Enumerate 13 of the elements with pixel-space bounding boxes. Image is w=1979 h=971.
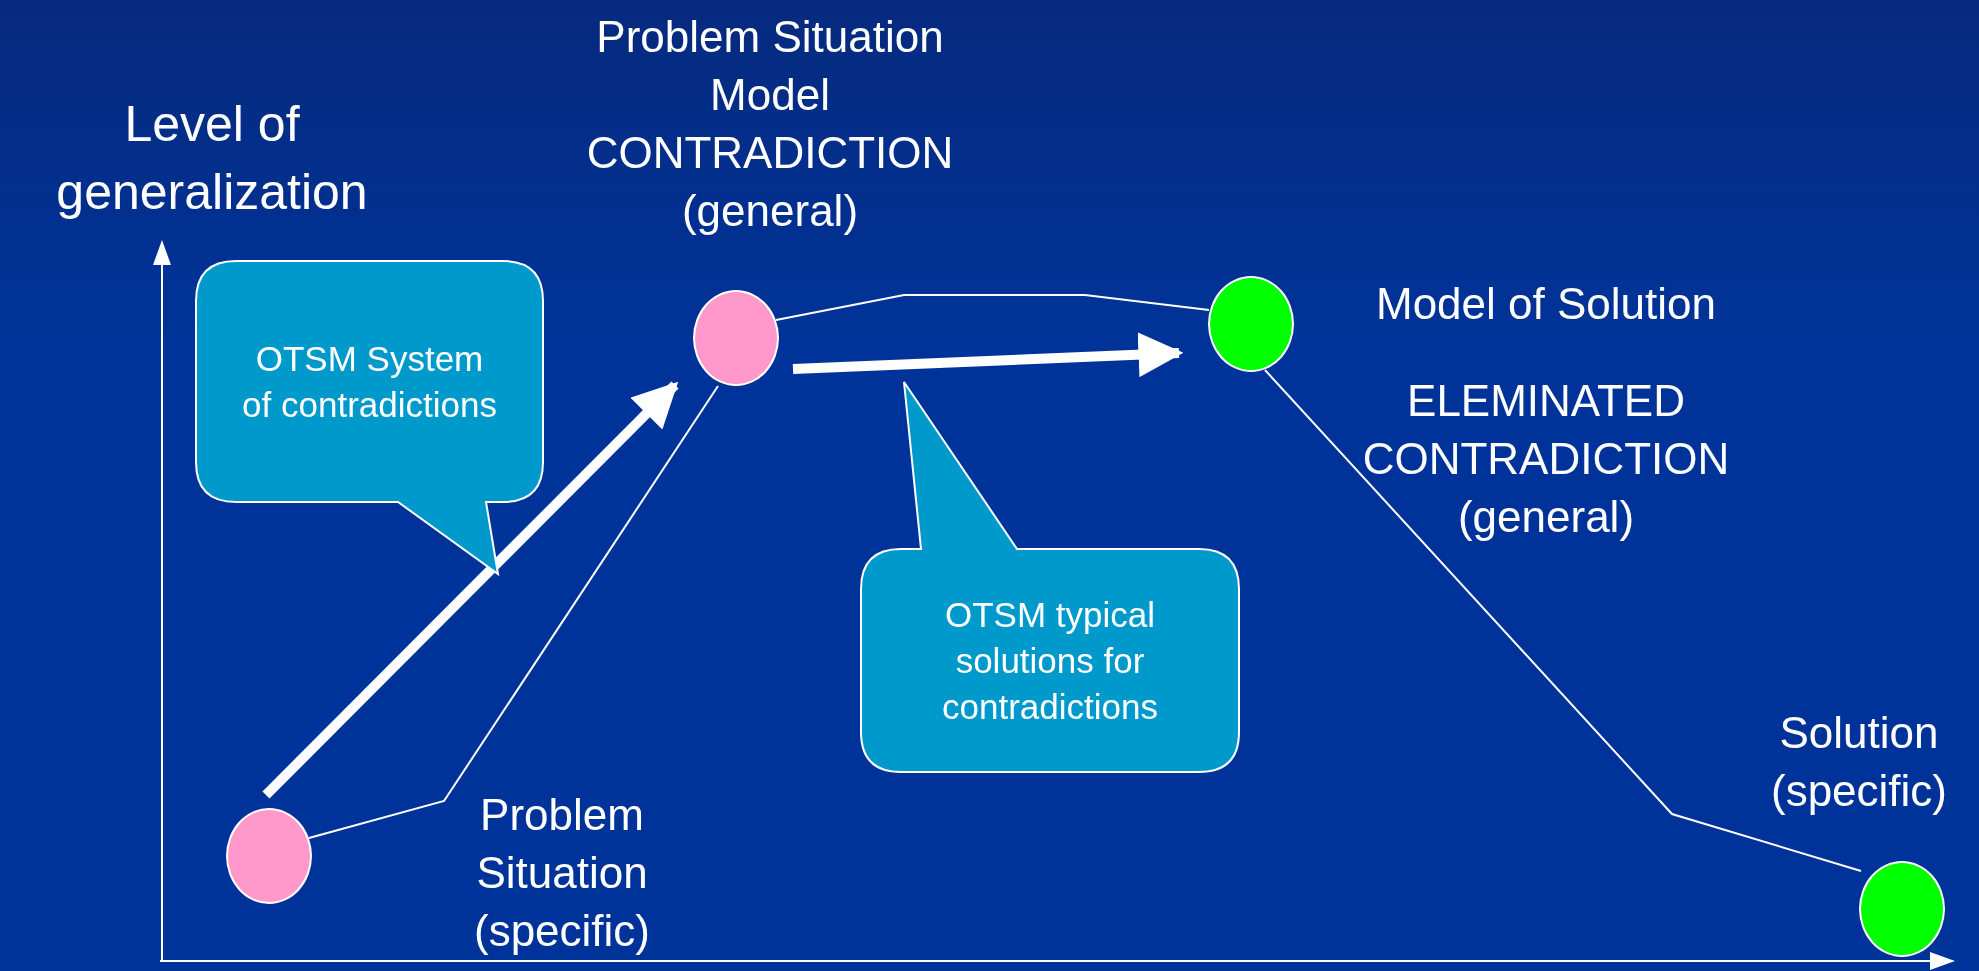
bubble-text: OTSM typical solutions for contradictions [941,593,1159,728]
bubble-text: OTSM System of contradictions [241,337,498,426]
arrow [262,381,679,799]
axis-title: Level of generalization [55,95,369,222]
connector-line [775,294,1210,321]
connector-line [308,385,719,839]
node-caption: Model of Solution [1375,278,1717,330]
node-caption: Solution (specific) [1770,707,1948,817]
connector-line [1264,369,1862,872]
arrow [792,332,1184,378]
node-caption: Problem Situation Model CONTRADICTION (general) [585,11,955,237]
node-caption: Problem Situation (specific) [473,789,651,957]
node-caption: ELEMINATED CONTRADICTION (general) [1361,375,1731,543]
